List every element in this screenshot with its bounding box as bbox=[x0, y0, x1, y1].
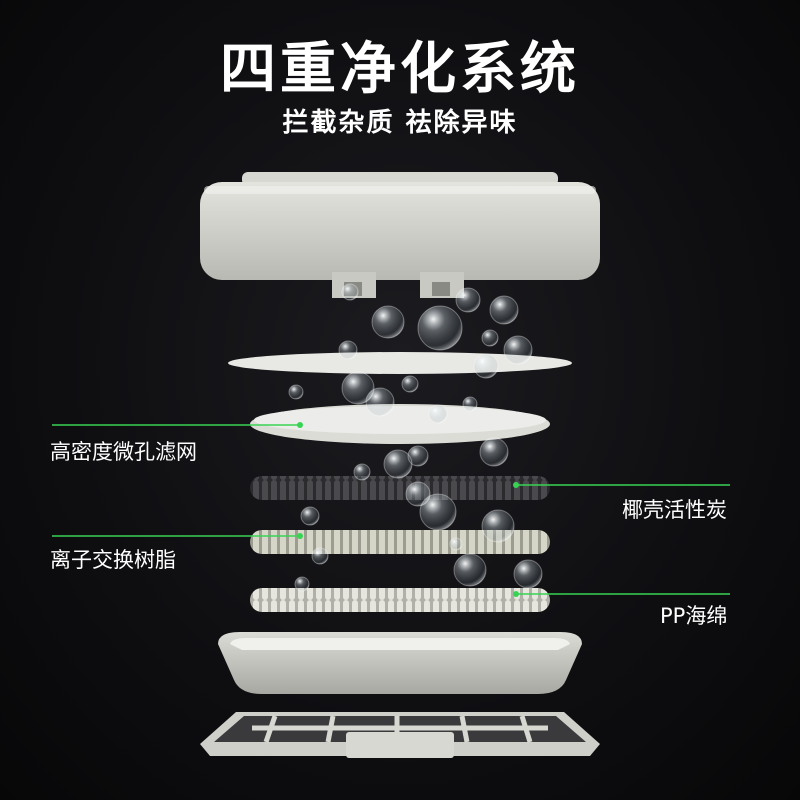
callout-lines bbox=[52, 424, 730, 595]
pp-sponge-layer bbox=[250, 588, 550, 612]
callout-dots bbox=[297, 422, 519, 597]
filter-tray bbox=[218, 632, 582, 694]
callout-label-pp-sponge: PP海绵 bbox=[660, 604, 728, 628]
water-bubbles bbox=[288, 283, 543, 592]
callout-label-coconut-carbon: 椰壳活性炭 bbox=[622, 498, 727, 522]
bottom-grid-plate bbox=[200, 712, 600, 758]
coconut-carbon-layer bbox=[250, 476, 550, 500]
microporous-mesh-layer bbox=[250, 404, 550, 444]
callout-label-ion-resin: 离子交换树脂 bbox=[50, 548, 176, 572]
page-title: 四重净化系统 bbox=[220, 37, 580, 102]
page-subtitle: 拦截杂质 祛除异味 bbox=[282, 108, 518, 138]
ion-resin-layer bbox=[250, 530, 550, 554]
filter-cap bbox=[200, 172, 600, 298]
callout-label-microporous-mesh: 高密度微孔滤网 bbox=[50, 440, 197, 464]
